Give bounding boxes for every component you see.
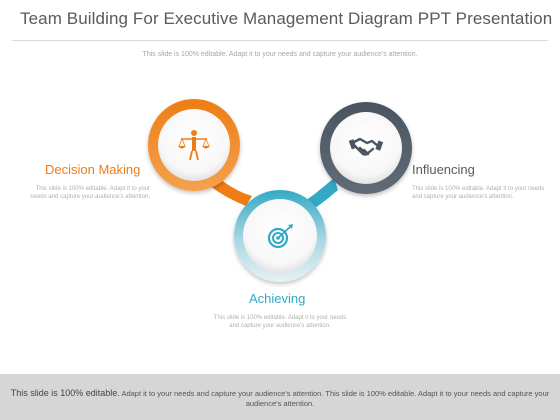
footer-band: This slide is 100% editable. Adapt it to… [0,374,560,420]
title-divider [12,40,548,41]
footer-text: This slide is 100% editable. Adapt it to… [10,388,550,409]
target-arrow-icon [267,224,293,249]
influencing-node [320,102,412,194]
achieving-label: Achieving [249,291,306,306]
slide-title: Team Building For Executive Management D… [20,9,553,28]
slide-subtitle: This slide is 100% editable. Adapt it to… [142,51,418,58]
footer-lead: This slide is 100% editable. [10,388,120,398]
decision-making-label: Decision Making [45,162,141,177]
footer-body: Adapt it to your needs and capture your … [121,389,550,408]
influencing-description: This slide is 100% editable. Adapt it to… [412,186,545,200]
three-circle-diagram [148,99,412,282]
influencing-label: Influencing [412,162,475,177]
achieving-description: This slide is 100% editable. Adapt it to… [213,315,347,329]
decision-making-description: This slide is 100% editable. Adapt it to… [30,186,150,200]
handshake-icon [348,137,384,156]
scales-person-icon [178,130,210,161]
